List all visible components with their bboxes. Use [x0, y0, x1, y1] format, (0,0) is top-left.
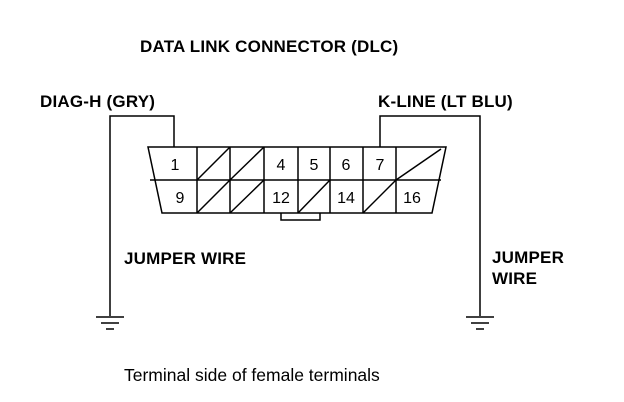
pin-6-label: 6: [342, 157, 351, 174]
empty-cavity-11: [229, 179, 265, 214]
k-line-label: K-LINE (LT BLU): [378, 92, 513, 111]
right-jumper-label-line1: JUMPER: [492, 248, 565, 267]
pin-16-label: 16: [403, 190, 421, 207]
diag-h-wire: [109, 115, 175, 316]
pin-5-label: 5: [310, 157, 319, 174]
right-jumper-label-line2: WIRE: [492, 269, 538, 288]
pin-1-label: 1: [171, 157, 180, 174]
empty-cavity-13: [297, 179, 331, 214]
pin-4-label: 4: [277, 157, 286, 174]
left-jumper-wire-label: JUMPER WIRE: [124, 249, 247, 268]
pin-12-label: 12: [272, 190, 290, 207]
empty-cavity-15: [362, 179, 397, 214]
diag-h-label: DIAG-H (GRY): [40, 92, 156, 111]
empty-cavity-8: [395, 148, 442, 181]
pin-9-label: 9: [176, 190, 185, 207]
empty-cavity-10: [196, 179, 231, 214]
pin-7-label: 7: [376, 157, 385, 174]
empty-cavity-2: [196, 146, 231, 181]
connector-outline: [147, 146, 447, 214]
connector-key: [280, 213, 321, 221]
ground-icon-right: [466, 316, 494, 330]
diagram-title: DATA LINK CONNECTOR (DLC): [140, 37, 399, 56]
ground-icon-left: [96, 316, 124, 330]
empty-cavity-3: [229, 146, 265, 181]
pin-14-label: 14: [337, 190, 355, 207]
diagram-caption: Terminal side of female terminals: [124, 365, 380, 385]
k-line-wire: [379, 115, 481, 316]
